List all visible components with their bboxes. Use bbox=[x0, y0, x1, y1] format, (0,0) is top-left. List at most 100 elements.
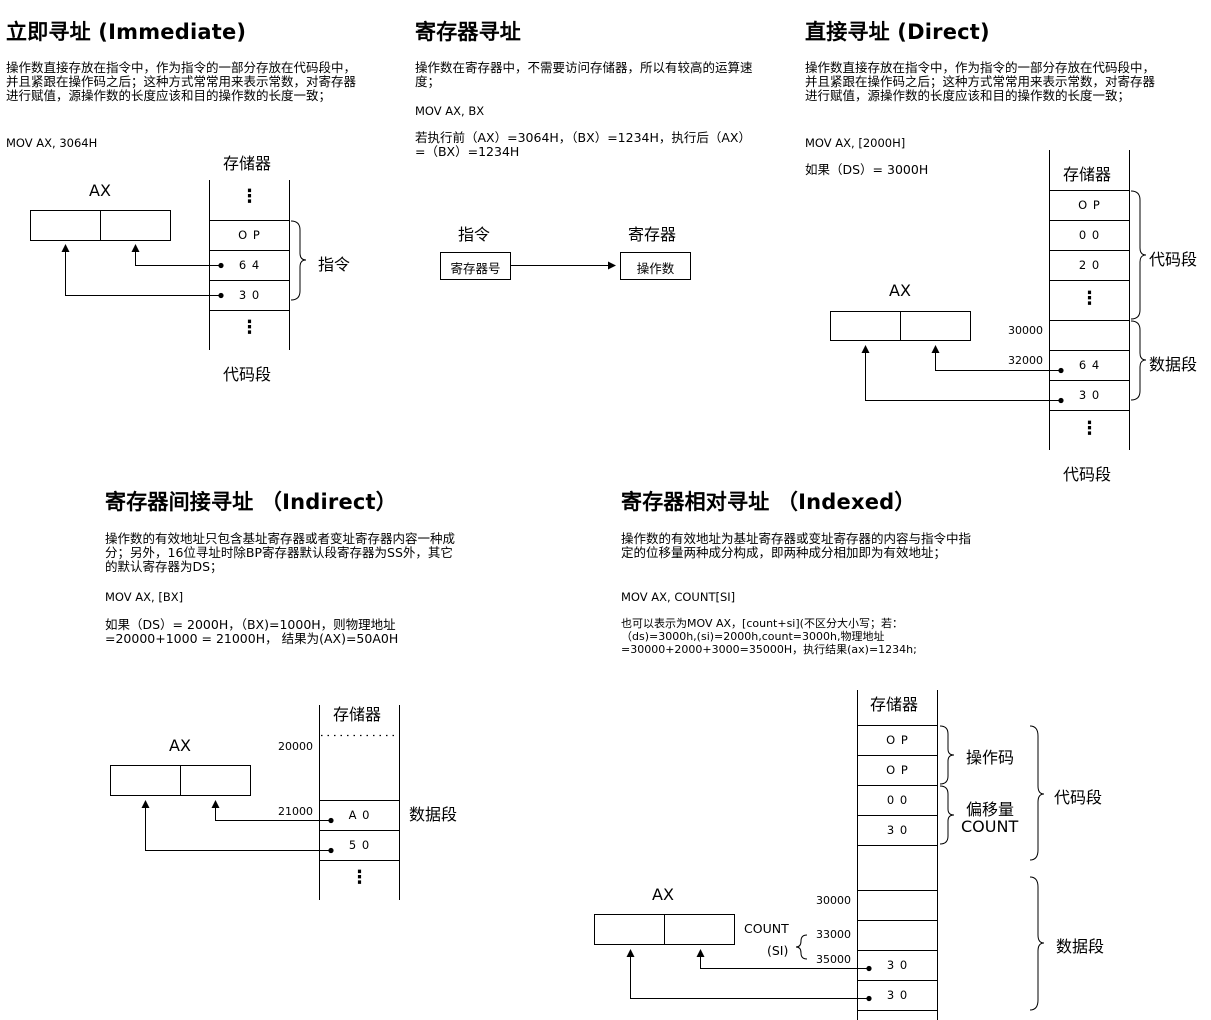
direct-arrow-hi bbox=[931, 345, 1060, 371]
register-title: 寄存器寻址 bbox=[415, 20, 521, 44]
immediate-arrow-hi bbox=[131, 244, 221, 266]
immediate-ellipsis-bottom: ⋮ bbox=[240, 317, 259, 338]
indirect-title: 寄存器间接寻址 （Indirect） bbox=[105, 490, 397, 514]
indirect-ax-label: AX bbox=[169, 736, 191, 755]
indexed-title: 寄存器相对寻址 （Indexed） bbox=[621, 490, 916, 514]
indirect-cell-2: 5 0 bbox=[348, 838, 371, 852]
direct-arrow-lo bbox=[861, 345, 1060, 401]
immediate-segment-label: 代码段 bbox=[223, 365, 272, 384]
indexed-brace-data bbox=[1029, 876, 1045, 1011]
indexed-addr-30000: 30000 bbox=[816, 894, 851, 907]
immediate-dot-1 bbox=[218, 262, 224, 269]
direct-brace-data bbox=[1130, 320, 1147, 401]
direct-cell-2: 2 0 bbox=[1078, 258, 1101, 272]
indexed-brace-opcode bbox=[939, 725, 955, 785]
register-operand-text: 操作数 bbox=[636, 261, 675, 276]
immediate-ax-box bbox=[30, 210, 171, 241]
indexed-addr-35000: 35000 bbox=[816, 953, 851, 966]
indirect-description: 操作数的有效地址只包含基址寄存器或者变址寄存器内容一种成分；另外，16位寻址时除… bbox=[105, 531, 456, 574]
register-number-text: 寄存器号 bbox=[450, 261, 501, 276]
indexed-code-seg-label: 代码段 bbox=[1054, 788, 1103, 807]
indirect-code: MOV AX, [BX] bbox=[105, 590, 184, 604]
indexed-cell-op1: O P bbox=[886, 733, 909, 747]
immediate-ellipsis-top: ⋮ bbox=[240, 186, 259, 207]
direct-data-seg-label: 数据段 bbox=[1149, 355, 1198, 374]
indexed-count-label: COUNT bbox=[744, 921, 789, 936]
indexed-addr-33000: 33000 bbox=[816, 928, 851, 941]
direct-dot-1 bbox=[1058, 367, 1064, 374]
indirect-cell-1: A 0 bbox=[348, 808, 371, 822]
direct-brace-code bbox=[1130, 190, 1147, 320]
direct-memory-label: 存储器 bbox=[1063, 165, 1112, 184]
direct-cell-4: 6 4 bbox=[1078, 358, 1101, 372]
indexed-data-seg-label: 数据段 bbox=[1056, 937, 1105, 956]
indexed-arrow-lo bbox=[626, 949, 868, 999]
register-register-label: 寄存器 bbox=[628, 225, 677, 244]
indexed-brace-offset bbox=[939, 785, 955, 845]
indexed-cell-offset-hi: 3 0 bbox=[886, 823, 909, 837]
indirect-data-seg-label: 数据段 bbox=[409, 805, 458, 824]
immediate-cell-1: 6 4 bbox=[238, 258, 261, 272]
indirect-addr-20000: 20000 bbox=[278, 740, 313, 753]
register-description: 操作数在寄存器中，不需要访问存储器，所以有较高的运算速度； bbox=[415, 60, 753, 89]
indirect-arrow-hi bbox=[211, 800, 331, 821]
indirect-dot-1 bbox=[328, 817, 334, 824]
direct-cell-1: 0 0 bbox=[1078, 228, 1101, 242]
direct-ellipsis-mid: ⋮ bbox=[1080, 288, 1099, 309]
indexed-ax-label: AX bbox=[652, 885, 674, 904]
immediate-memory bbox=[209, 180, 290, 350]
direct-dot-2 bbox=[1058, 397, 1064, 404]
direct-bottom-label: 代码段 bbox=[1063, 465, 1112, 484]
immediate-cell-2: 3 0 bbox=[238, 288, 261, 302]
register-note: 若执行前（AX）=3064H，（BX）=1234H，执行后（AX）=（BX）=1… bbox=[415, 130, 745, 159]
register-box-right bbox=[620, 252, 691, 280]
direct-description: 操作数直接存放在指令中，作为指令的一部分存放在代码段中，并且紧跟在操作码之后；这… bbox=[805, 60, 1156, 103]
indirect-memory bbox=[319, 705, 400, 900]
indexed-cell-data-2: 3 0 bbox=[886, 988, 909, 1002]
immediate-brace bbox=[290, 220, 307, 301]
indexed-brace-count-si bbox=[795, 934, 808, 960]
indexed-note: 也可以表示为MOV AX，[count+si](不区分大小写；若：（ds)=30… bbox=[621, 617, 917, 656]
immediate-instruction-label: 指令 bbox=[318, 255, 351, 274]
direct-ellipsis-bottom: ⋮ bbox=[1080, 418, 1099, 439]
indexed-code: MOV AX, COUNT[SI] bbox=[621, 590, 736, 604]
indexed-memory bbox=[857, 690, 938, 1020]
direct-code-seg-label: 代码段 bbox=[1149, 250, 1198, 269]
direct-ax-label: AX bbox=[889, 281, 911, 300]
indexed-offset-count-label: COUNT bbox=[961, 817, 1019, 836]
indexed-ax-box bbox=[594, 914, 735, 945]
immediate-title: 立即寻址 (Immediate) bbox=[6, 20, 247, 44]
indexed-dot-1 bbox=[866, 965, 872, 972]
indexed-arrow-hi bbox=[696, 949, 868, 969]
indexed-cell-offset-lo: 0 0 bbox=[886, 793, 909, 807]
indexed-opcode-label: 操作码 bbox=[966, 748, 1015, 767]
indexed-memory-label: 存储器 bbox=[870, 695, 919, 714]
indexed-si-label: (SI) bbox=[767, 943, 789, 958]
direct-cell-op: O P bbox=[1078, 198, 1101, 212]
direct-ax-box bbox=[830, 311, 971, 341]
indexed-offset-label: 偏移量 bbox=[966, 800, 1015, 819]
immediate-memory-label: 存储器 bbox=[223, 154, 272, 173]
immediate-cell-op: O P bbox=[238, 228, 261, 242]
immediate-description: 操作数直接存放在指令中，作为指令的一部分存放在代码段中，并且紧跟在操作码之后；这… bbox=[6, 60, 357, 103]
direct-addr-32000: 32000 bbox=[1008, 354, 1043, 367]
immediate-arrow-lo bbox=[61, 244, 221, 296]
indirect-dot-2 bbox=[328, 847, 334, 854]
direct-addr-30000: 30000 bbox=[1008, 324, 1043, 337]
indirect-arrow-lo bbox=[141, 800, 331, 851]
indexed-brace-code bbox=[1029, 725, 1045, 861]
indexed-cell-data-1: 3 0 bbox=[886, 958, 909, 972]
immediate-ax-label: AX bbox=[89, 181, 111, 200]
immediate-dot-2 bbox=[218, 292, 224, 299]
immediate-code: MOV AX, 3064H bbox=[6, 136, 98, 150]
direct-code: MOV AX, [2000H] bbox=[805, 136, 906, 150]
direct-cell-5: 3 0 bbox=[1078, 388, 1101, 402]
register-code: MOV AX, BX bbox=[415, 104, 485, 118]
indexed-dot-2 bbox=[866, 995, 872, 1002]
register-instruction-label: 指令 bbox=[458, 225, 491, 244]
indirect-note: 如果（DS）= 2000H，（BX)=1000H，则物理地址=20000+100… bbox=[105, 617, 399, 646]
indexed-cell-op2: O P bbox=[886, 763, 909, 777]
indexed-description: 操作数的有效地址为基址寄存器或变址寄存器的内容与指令中指定的位移量两种成分构成，… bbox=[621, 531, 972, 560]
direct-note: 如果（DS）= 3000H bbox=[805, 162, 929, 177]
